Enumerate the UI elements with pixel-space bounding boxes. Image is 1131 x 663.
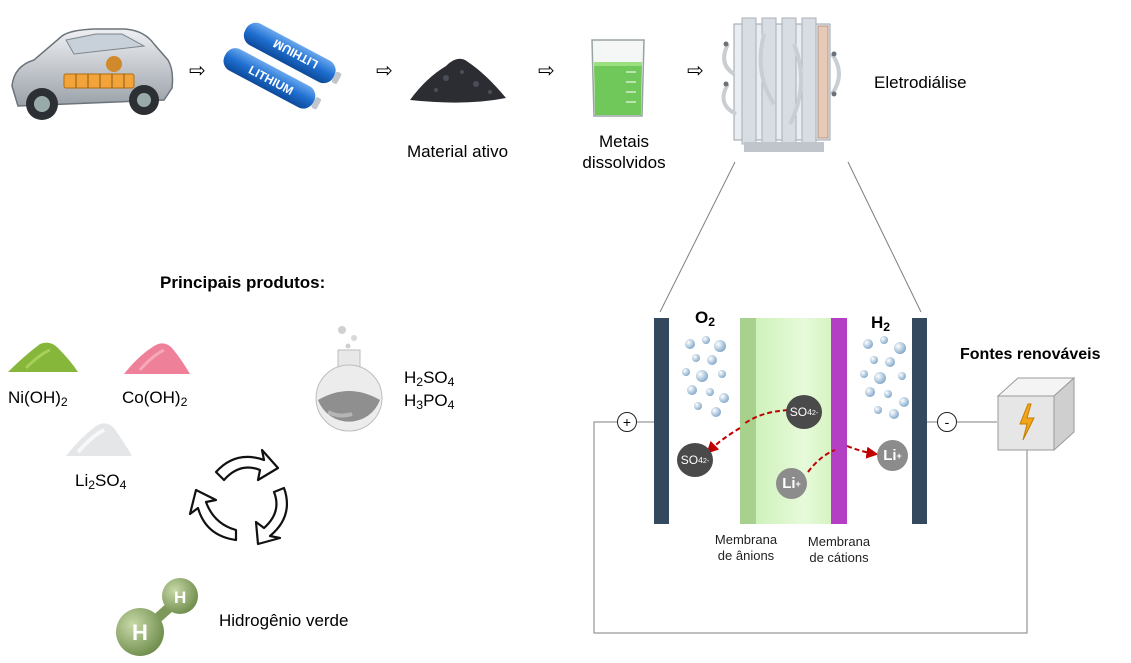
li2so4-sub2: 4: [119, 478, 127, 493]
h2-base: H: [871, 313, 884, 332]
lithium-batteries-image: LITHIUM LITHIUM: [214, 20, 354, 116]
h-atom-small: H: [174, 588, 186, 607]
cation-membrane-label: Membrana de cátions: [796, 534, 882, 566]
h3po4-a: H: [404, 391, 417, 410]
beaker-image: [586, 36, 650, 120]
h2-sub: 2: [883, 320, 891, 335]
fontes-renovaveis-label: Fontes renováveis: [960, 346, 1101, 363]
h3po4-sub1: 3: [416, 398, 424, 413]
flow-arrow-3: ⇨: [538, 60, 555, 82]
li-sup-2: +: [896, 450, 902, 461]
o2-sub: 2: [708, 315, 716, 330]
anion-membrane-line1: Membrana: [714, 532, 778, 547]
cooh2-base: Co(OH): [122, 388, 181, 407]
so4-sup-1: 2-: [811, 407, 819, 417]
h2so4-b: SO: [423, 368, 448, 387]
anion-membrane-label: Membrana de ânions: [704, 532, 788, 564]
nioh2-label: Ni(OH)2: [8, 387, 68, 413]
metais-line-2: dissolvidos: [582, 153, 666, 172]
li-base-1: Li: [782, 475, 796, 492]
metais-line-1: Metais: [598, 132, 650, 151]
flow-arrow-1: ⇨: [189, 60, 206, 82]
h3po4-sub2: 4: [447, 398, 455, 413]
power-source-cube-icon: [996, 376, 1076, 452]
material-ativo-label: Material ativo: [406, 142, 509, 161]
hidrogenio-verde-label: Hidrogênio verde: [219, 611, 349, 630]
li2so4-b: SO: [95, 471, 120, 490]
nioh2-sub: 2: [60, 395, 68, 410]
li2so4-a: Li: [75, 471, 89, 490]
h3po4-b: PO: [423, 391, 448, 410]
o2-label: O2: [695, 308, 715, 329]
h2so4-sub1: 2: [416, 375, 424, 390]
h2so4-sub2: 4: [447, 375, 455, 390]
h-atom-large: H: [132, 620, 148, 645]
so4-sup-2: 2-: [702, 455, 710, 465]
lithium-ion-cathode: Li+: [877, 440, 908, 471]
recycle-icon: [186, 440, 302, 546]
electric-car-image: [4, 14, 174, 126]
li-sup-1: +: [795, 478, 801, 489]
products-title: Principais produtos:: [160, 273, 326, 292]
li-base-2: Li: [883, 447, 897, 464]
round-flask-icon: [310, 322, 390, 434]
eletrodialise-label: Eletrodiálise: [874, 73, 967, 92]
positive-terminal: +: [617, 412, 637, 432]
so4-sub-2: 4: [698, 455, 703, 465]
flow-arrow-2: ⇨: [376, 60, 393, 82]
h2so4-label: H2SO4: [404, 367, 454, 393]
anion-membrane-line2: de ânions: [717, 548, 775, 563]
h2-label: H2: [871, 313, 890, 334]
so4-base-2: SO: [680, 453, 699, 467]
o2-base: O: [695, 308, 709, 327]
negative-terminal: -: [937, 412, 957, 432]
cation-membrane-line2: de cátions: [809, 550, 869, 565]
electrodialysis-stack-image: [714, 14, 848, 156]
metais-dissolvidos-label: Metais dissolvidos: [560, 131, 688, 173]
h3po4-label: H3PO4: [404, 390, 454, 416]
pink-powder-icon: [122, 338, 192, 376]
lithium-ion-center: Li+: [776, 468, 807, 499]
anode-electrode: [654, 318, 669, 524]
oxygen-bubbles: [682, 336, 729, 417]
so4-base-1: SO: [789, 405, 808, 419]
h2so4-a: H: [404, 368, 417, 387]
cation-membrane-line1: Membrana: [807, 534, 871, 549]
cation-membrane: [831, 318, 847, 524]
hydrogen-bubbles: [860, 336, 909, 419]
cathode-electrode: [912, 318, 927, 524]
li2so4-label: Li2SO4: [75, 470, 126, 496]
flow-arrow-4: ⇨: [687, 60, 704, 82]
hydrogen-molecule-icon: H H: [114, 572, 206, 658]
white-powder-icon: [64, 418, 134, 458]
cooh2-label: Co(OH)2: [122, 387, 187, 413]
li2so4-sub1: 2: [88, 478, 96, 493]
so4-sub-1: 4: [807, 407, 812, 417]
nioh2-base: Ni(OH): [8, 388, 61, 407]
cooh2-sub: 2: [180, 395, 188, 410]
green-powder-icon: [6, 338, 80, 374]
black-powder-image: [406, 48, 510, 104]
